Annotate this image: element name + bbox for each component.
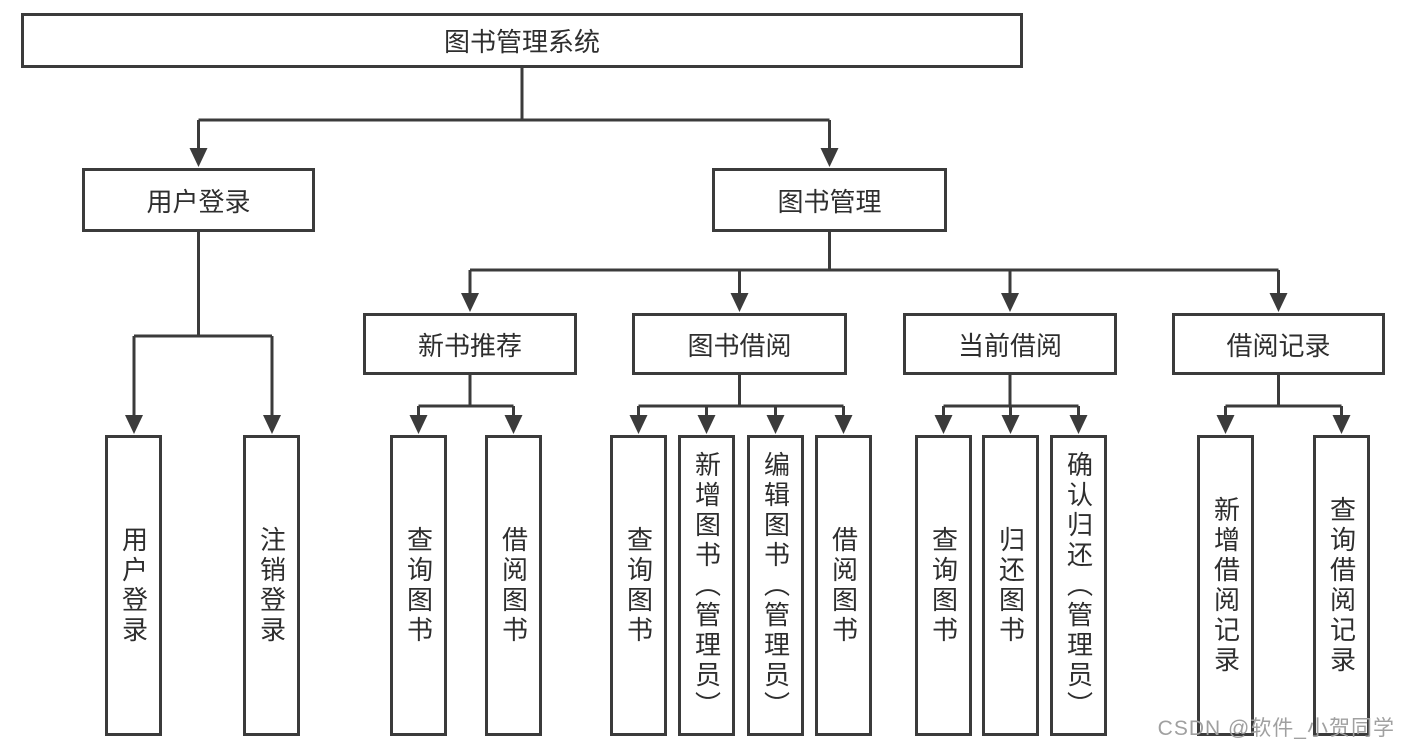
node-user-login: 用户登录: [82, 168, 315, 232]
leaf-label: 借阅图书: [498, 525, 529, 646]
leaf-label: 归还图书: [995, 525, 1026, 646]
node-label: 当前借阅: [957, 330, 1062, 361]
node-book-management: 图书管理: [712, 168, 947, 232]
node-label: 新书推荐: [417, 330, 522, 361]
leaf-label: 编辑图书（管理员）: [760, 450, 791, 721]
leaf-label: 确认归还（管理员）: [1063, 450, 1094, 721]
leaf-add-books-admin: 新增图书（管理员）: [678, 435, 735, 736]
leaf-label: 查询图书: [928, 525, 959, 646]
node-library-management-system: 图书管理系统: [21, 13, 1023, 68]
leaf-query-books-recommend: 查询图书: [390, 435, 447, 736]
leaf-logout: 注销登录: [243, 435, 300, 736]
leaf-edit-books-admin: 编辑图书（管理员）: [747, 435, 804, 736]
leaf-label: 注销登录: [256, 525, 287, 646]
node-label: 用户登录: [146, 186, 251, 217]
leaf-confirm-return-admin: 确认归还（管理员）: [1050, 435, 1107, 736]
leaf-return-books: 归还图书: [982, 435, 1039, 736]
leaf-query-books-current: 查询图书: [915, 435, 972, 736]
leaf-label: 借阅图书: [828, 525, 859, 646]
leaf-label: 新增借阅记录: [1210, 495, 1241, 676]
node-label: 图书管理: [777, 186, 882, 217]
leaf-add-borrow-record: 新增借阅记录: [1197, 435, 1254, 736]
node-label: 图书管理系统: [443, 27, 600, 57]
leaf-label: 查询图书: [403, 525, 434, 646]
node-label: 图书借阅: [687, 330, 792, 361]
node-borrowing-records: 借阅记录: [1172, 313, 1385, 375]
leaf-user-login: 用户登录: [105, 435, 162, 736]
leaf-borrow-books: 借阅图书: [815, 435, 872, 736]
node-book-borrowing: 图书借阅: [632, 313, 847, 375]
node-new-book-recommend: 新书推荐: [363, 313, 577, 375]
node-current-borrowing: 当前借阅: [903, 313, 1117, 375]
leaf-query-borrow-record: 查询借阅记录: [1313, 435, 1370, 736]
node-label: 借阅记录: [1226, 330, 1331, 361]
leaf-label: 新增图书（管理员）: [691, 450, 722, 721]
leaf-label: 用户登录: [118, 525, 149, 646]
leaf-label: 查询借阅记录: [1326, 495, 1357, 676]
leaf-borrow-books-recommend: 借阅图书: [485, 435, 542, 736]
leaf-query-books-borrow: 查询图书: [610, 435, 667, 736]
csdn-watermark: CSDN @软件_小贺同学: [1157, 717, 1395, 740]
leaf-label: 查询图书: [623, 525, 654, 646]
